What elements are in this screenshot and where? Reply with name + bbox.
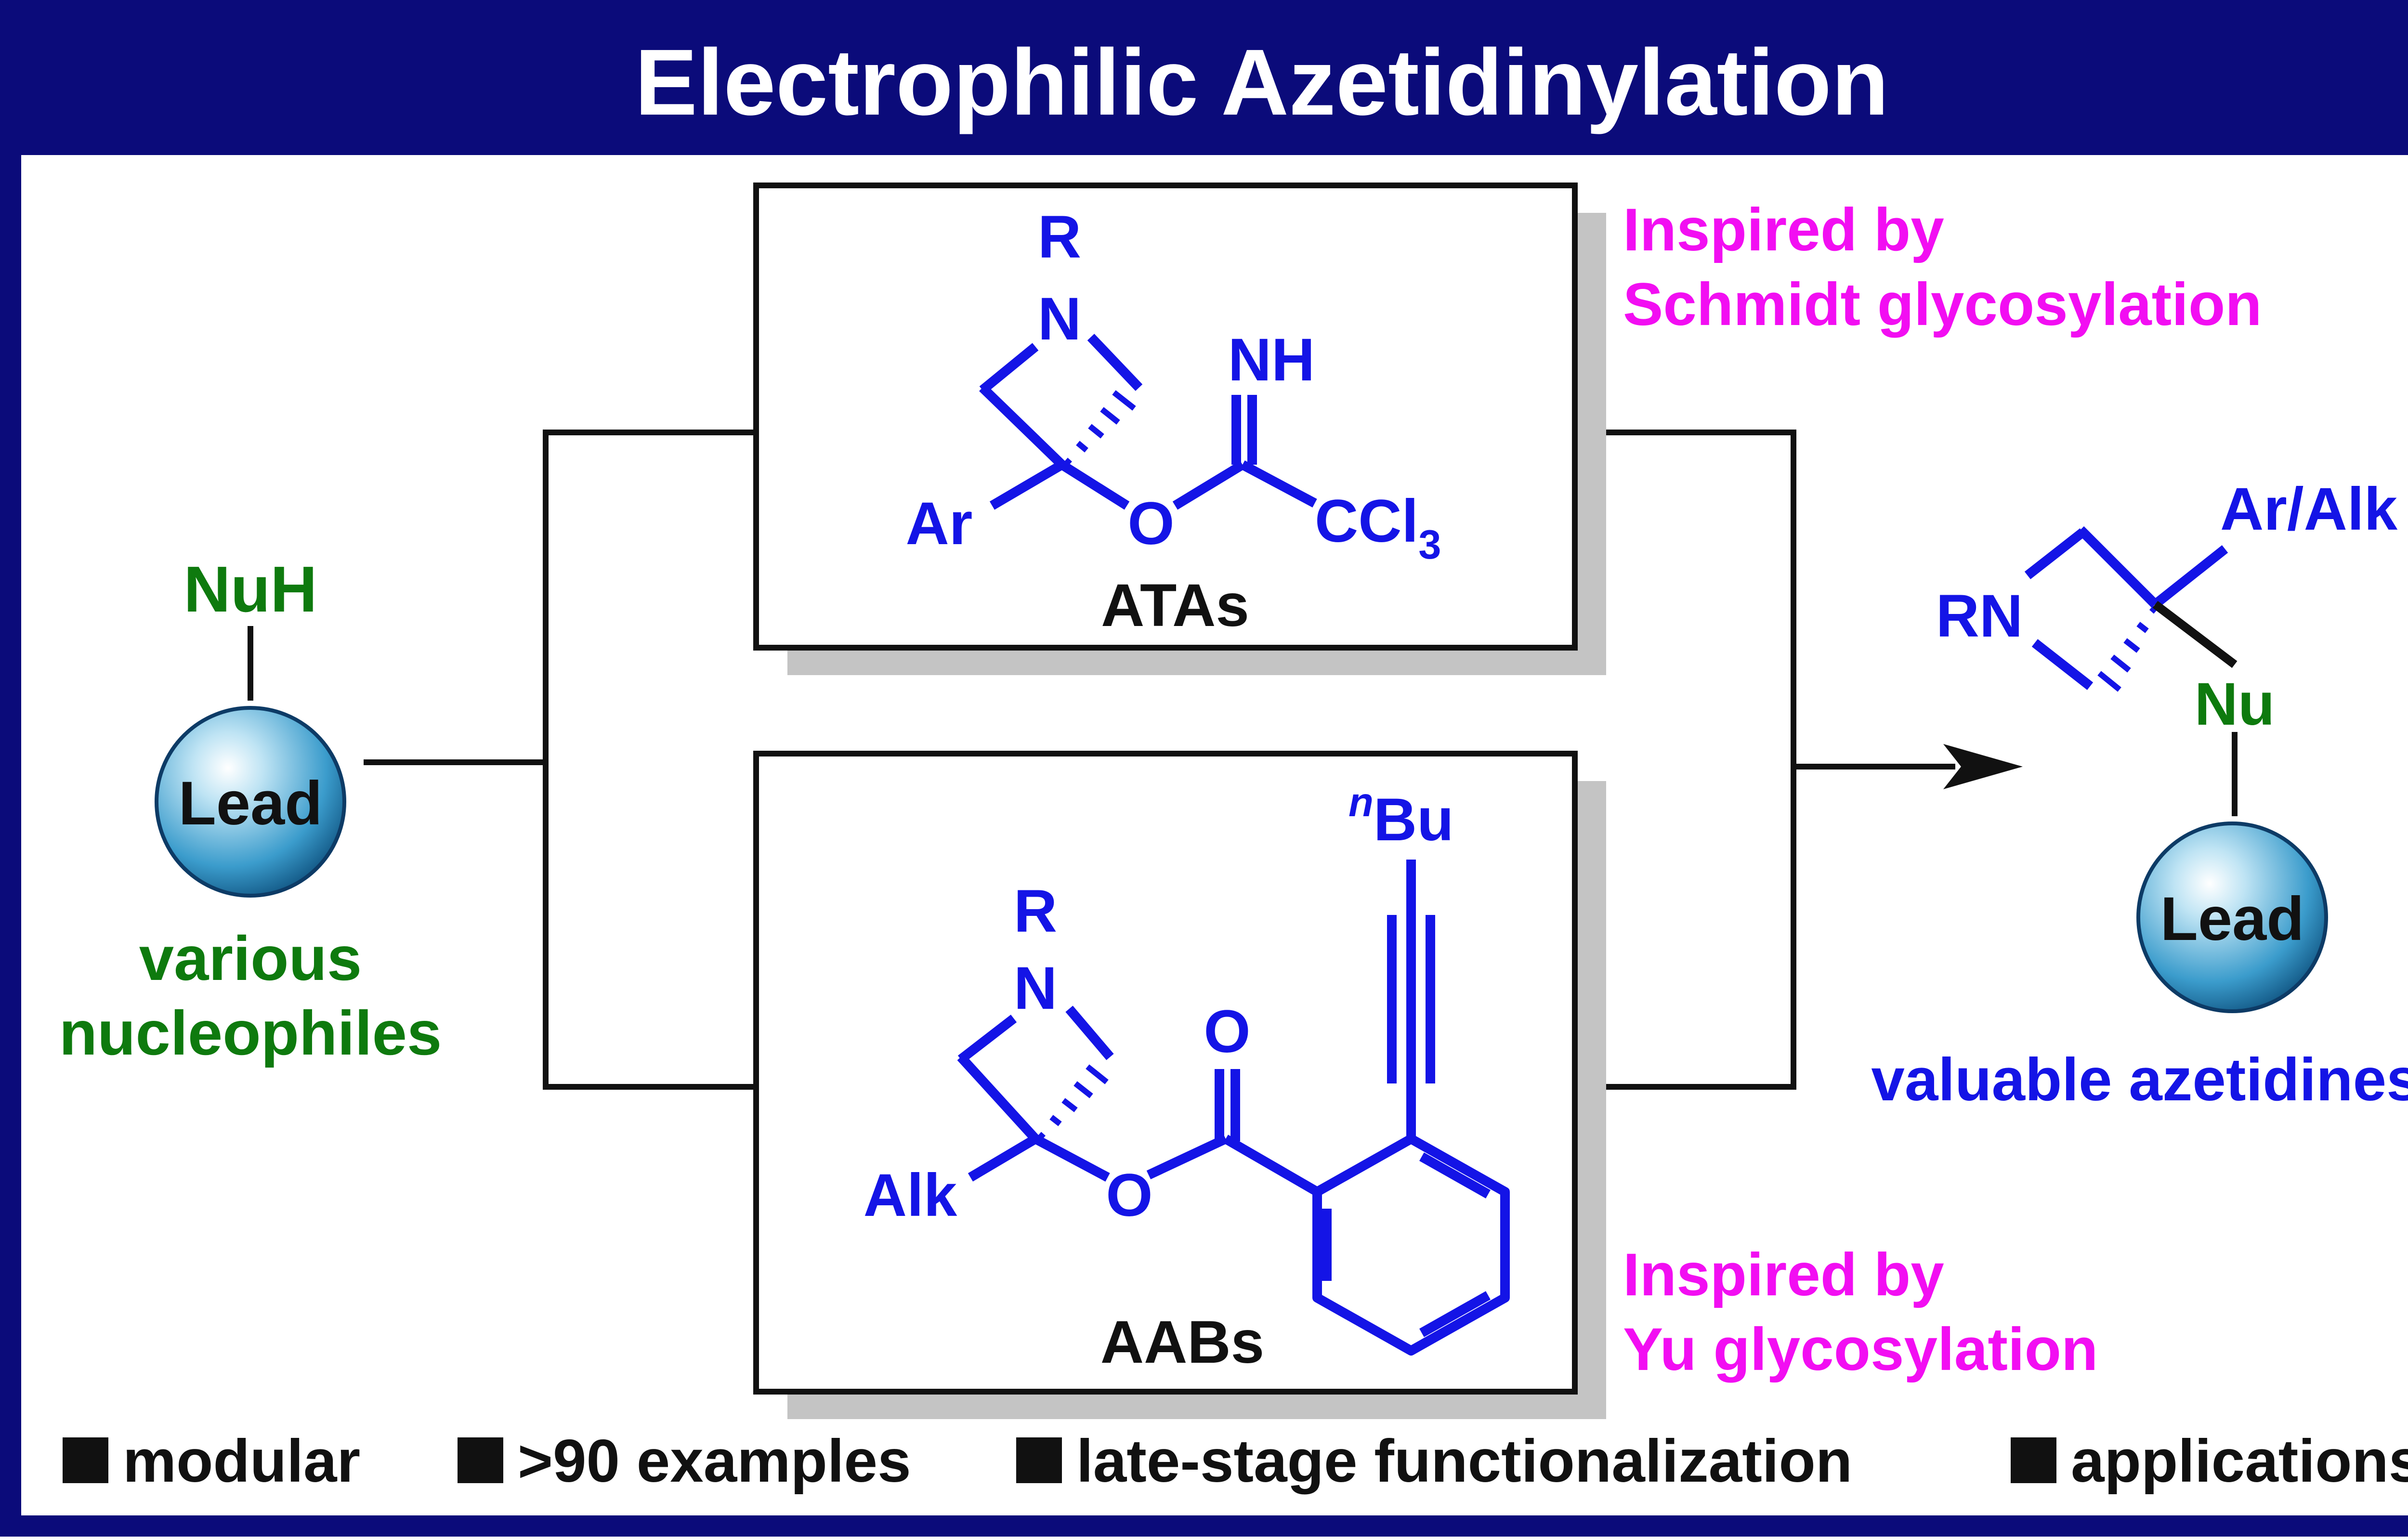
page-title: Electrophilic Azetidinylation <box>635 30 1889 135</box>
feature-list: modular >90 examples late-stage function… <box>63 1428 2408 1495</box>
feature-examples: >90 examples <box>518 1428 911 1495</box>
title-banner <box>11 11 2408 155</box>
black-square-icon <box>63 1437 108 1483</box>
aab-label: AABs <box>1100 1309 1264 1376</box>
ata-atom-r: R <box>1038 204 1081 271</box>
product-azetidine: RN Ar/Alk Nu Lead valuable azetidines <box>1871 476 2408 1113</box>
ata-atom-ccl3: CCl3 <box>1315 488 1441 568</box>
ata-box-frame <box>753 183 1578 651</box>
feature-modular: modular <box>123 1428 360 1495</box>
aab-atom-alk: Alk <box>864 1162 957 1229</box>
hashed-wedge-bond <box>1064 390 1136 466</box>
aab-atom-o-carbonyl: O <box>1204 998 1250 1065</box>
black-square-icon <box>1016 1437 1062 1483</box>
nuh-label: NuH <box>183 553 317 626</box>
product-atom-rn: RN <box>1936 583 2023 650</box>
left-caption-line2: nucleophiles <box>59 998 442 1068</box>
ata-atom-o: O <box>1127 490 1174 557</box>
aab-atom-nbu: nBu <box>1348 780 1454 853</box>
feature-late-stage: late-stage functionalization <box>1076 1428 1852 1495</box>
ata-inspired-line1: Inspired by <box>1623 196 1944 263</box>
product-caption: valuable azetidines <box>1871 1046 2408 1113</box>
hashed-wedge-bond <box>2097 605 2158 692</box>
aab-inspired-line2: Yu glycosylation <box>1623 1316 2098 1383</box>
hashed-wedge-bond <box>1037 1064 1109 1140</box>
left-nucleophile: NuH Lead various nucleophiles <box>59 553 442 1068</box>
ata-box: R N NH Ar O CCl3 ATAs <box>753 183 1606 675</box>
lead-sphere-icon <box>155 706 346 898</box>
product-lead-sphere-icon <box>2136 822 2328 1013</box>
connector-lines <box>364 430 2023 1090</box>
black-square-icon <box>2011 1437 2056 1483</box>
product-atom-substituent: Ar/Alk <box>2220 476 2398 543</box>
aab-atom-r: R <box>1014 878 1057 945</box>
ata-label: ATAs <box>1101 572 1249 639</box>
aab-box-frame <box>753 751 1578 1395</box>
ata-inspired-line2: Schmidt glycosylation <box>1623 271 2262 338</box>
feature-applications: applications <box>2071 1428 2408 1495</box>
product-lead-label: Lead <box>2160 885 2304 953</box>
ata-atom-n: N <box>1038 286 1081 352</box>
aab-atom-o-ester: O <box>1106 1162 1152 1229</box>
aab-atom-n: N <box>1014 955 1057 1022</box>
product-atom-nu: Nu <box>2195 671 2275 738</box>
reaction-arrowhead-icon <box>1943 744 2023 789</box>
left-caption-line1: various <box>139 923 362 993</box>
ata-atom-ar: Ar <box>906 490 973 557</box>
black-square-icon <box>458 1437 503 1483</box>
lead-sphere-label: Lead <box>179 769 323 838</box>
aab-box: R N Alk O O nBu AABs <box>753 751 1606 1419</box>
ata-atom-nh: NH <box>1228 326 1315 393</box>
aab-inspired-line1: Inspired by <box>1623 1241 1944 1308</box>
